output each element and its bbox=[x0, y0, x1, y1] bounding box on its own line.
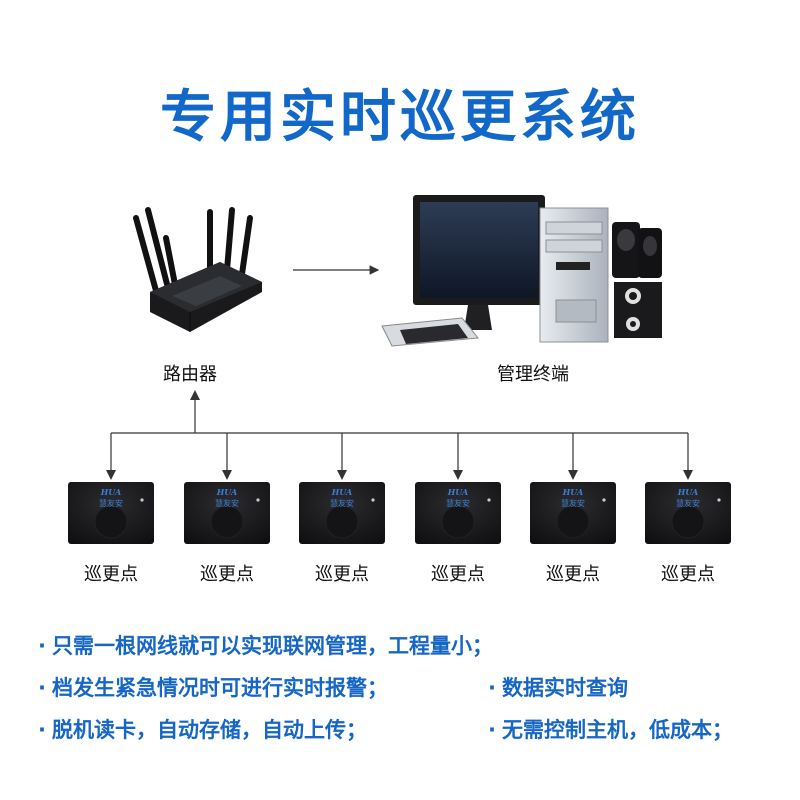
device-brand: HUA bbox=[216, 487, 238, 497]
status-led bbox=[602, 498, 606, 502]
terminal-label: 管理终端 bbox=[497, 364, 569, 385]
device-name: 慧友安 bbox=[446, 498, 470, 508]
device-brand: HUA bbox=[562, 487, 584, 497]
arrow-head bbox=[337, 470, 347, 480]
device-name: 慧友安 bbox=[330, 498, 354, 508]
computer-icon bbox=[381, 195, 662, 347]
arrow-head bbox=[568, 470, 578, 480]
patrol-point-label: 巡更点 bbox=[315, 564, 369, 585]
patrol-point-label: 巡更点 bbox=[546, 564, 600, 585]
arrow-head bbox=[222, 470, 232, 480]
device-name: 慧友安 bbox=[99, 498, 123, 508]
router-icon bbox=[133, 207, 262, 332]
card-reader-area bbox=[210, 505, 244, 539]
card-reader-area bbox=[441, 505, 475, 539]
patrol-point-label: 巡更点 bbox=[661, 564, 715, 585]
device-name: 慧友安 bbox=[215, 498, 239, 508]
patrol-point-labels: 巡更点 巡更点 巡更点 巡更点 巡更点 巡更点 bbox=[0, 560, 800, 588]
arrow-head bbox=[106, 470, 116, 480]
patrol-point-label: 巡更点 bbox=[200, 564, 254, 585]
patrol-point-label: 巡更点 bbox=[84, 564, 138, 585]
device-brand: HUA bbox=[100, 487, 122, 497]
arrow-head bbox=[453, 470, 463, 480]
status-led bbox=[371, 498, 375, 502]
status-led bbox=[717, 498, 721, 502]
router-label: 路由器 bbox=[163, 364, 217, 385]
page-title: 专用实时巡更系统 bbox=[160, 85, 640, 150]
status-led bbox=[256, 498, 260, 502]
device-brand: HUA bbox=[447, 487, 469, 497]
device-name: 慧友安 bbox=[676, 498, 700, 508]
status-led bbox=[140, 498, 144, 502]
arrow-head bbox=[683, 470, 693, 480]
device-brand: HUA bbox=[331, 487, 353, 497]
patrol-point-label: 巡更点 bbox=[431, 564, 485, 585]
card-reader-area bbox=[671, 505, 705, 539]
device-name: 慧友安 bbox=[561, 498, 585, 508]
card-reader-area bbox=[556, 505, 590, 539]
card-reader-area bbox=[325, 505, 359, 539]
device-brand: HUA bbox=[677, 487, 699, 497]
card-reader-area bbox=[94, 505, 128, 539]
status-led bbox=[487, 498, 491, 502]
